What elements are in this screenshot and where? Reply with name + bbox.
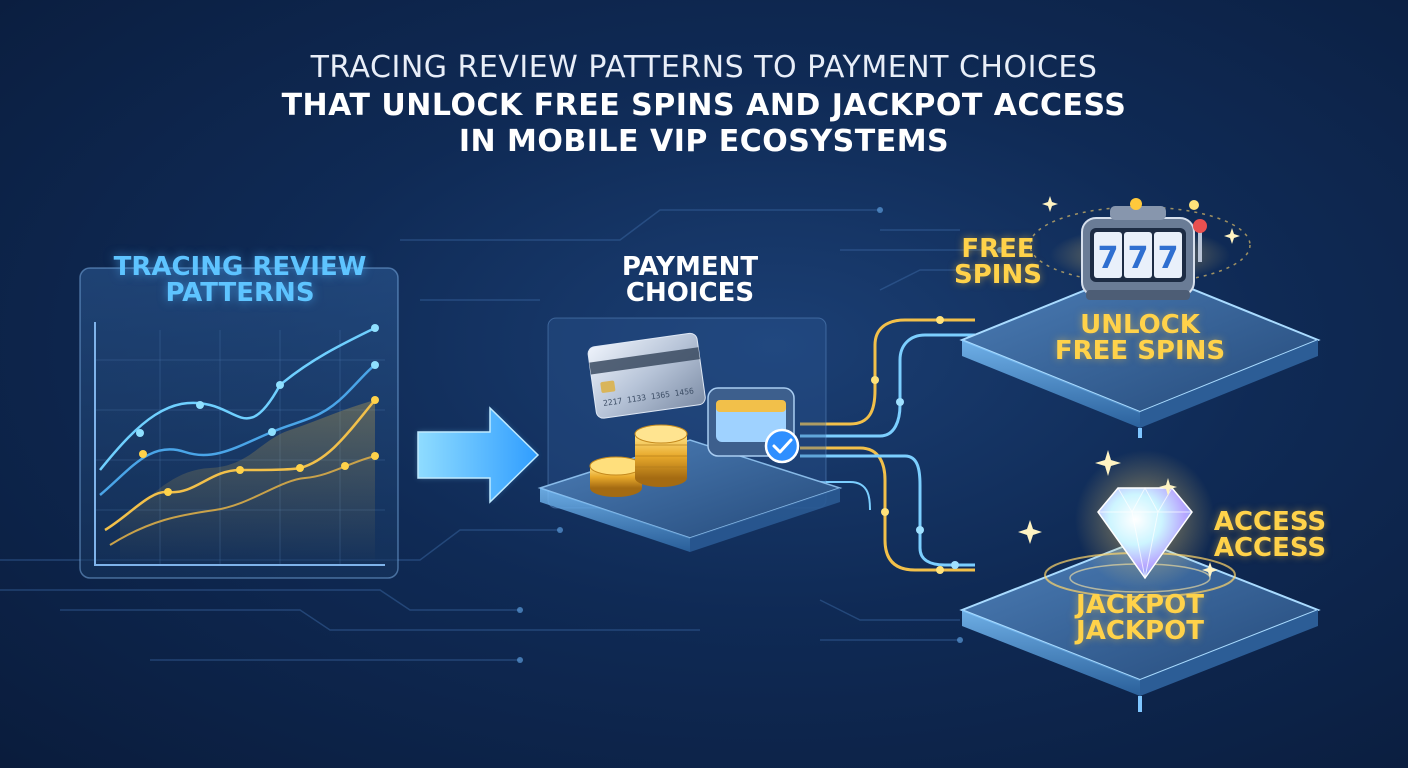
coin-stack-icon bbox=[589, 424, 688, 497]
review-patterns-panel bbox=[79, 267, 399, 579]
title-line-3: IN MOBILE VIP ECOSYSTEMS bbox=[458, 124, 950, 159]
label-tracing-review-patterns: TRACING REVIEW PATTERNS bbox=[80, 254, 400, 306]
diamond-icon bbox=[1075, 450, 1215, 590]
sparkles bbox=[1018, 196, 1240, 578]
slot-symbol-2: 7 bbox=[1128, 241, 1149, 276]
circuit-traces bbox=[0, 209, 1000, 661]
wallet-check-icon bbox=[707, 387, 800, 464]
label-line: SPINS bbox=[954, 260, 1042, 290]
free-spins-platform bbox=[959, 266, 1321, 438]
label-line: UNLOCK bbox=[1080, 310, 1200, 340]
label-line: PATTERNS bbox=[165, 278, 315, 308]
slot-machine-icon: 7 7 7 bbox=[1029, 198, 1251, 300]
series-line-gold-2 bbox=[109, 455, 376, 546]
slot-symbol-3: 7 bbox=[1158, 241, 1179, 276]
credit-card-icon: 2217 1133 1365 1456 bbox=[587, 332, 706, 419]
label-line: FREE SPINS bbox=[1054, 336, 1226, 366]
title-line-1: TRACING REVIEW PATTERNS TO PAYMENT CHOIC… bbox=[310, 50, 1098, 85]
label-line: CHOICES bbox=[625, 278, 755, 308]
label-line: ACCESS bbox=[1213, 533, 1327, 563]
label-line: ACCESS bbox=[1213, 507, 1327, 537]
label-payment-choices: PAYMENT CHOICES bbox=[560, 254, 820, 306]
label-free-spins-tag: FREE SPINS bbox=[948, 236, 1048, 288]
title-line-2: THAT UNLOCK FREE SPINS AND JACKPOT ACCES… bbox=[281, 88, 1127, 123]
label-line: PAYMENT bbox=[621, 252, 759, 282]
series-line-light bbox=[99, 326, 376, 471]
arrow-right-icon bbox=[417, 406, 540, 504]
label-line: FREE bbox=[961, 234, 1035, 264]
label-unlock-free-spins: UNLOCK FREE SPINS bbox=[1000, 312, 1280, 364]
series-line-mid bbox=[99, 363, 376, 496]
jackpot-platform bbox=[959, 538, 1321, 712]
label-line: TRACING REVIEW bbox=[113, 252, 367, 282]
label-line: JACKPOT bbox=[1076, 616, 1204, 646]
label-access-tag: ACCESS ACCESS bbox=[1200, 509, 1340, 561]
slot-symbol-1: 7 bbox=[1098, 241, 1119, 276]
label-jackpot: JACKPOT JACKPOT bbox=[1000, 592, 1280, 644]
label-line: JACKPOT bbox=[1076, 590, 1204, 620]
